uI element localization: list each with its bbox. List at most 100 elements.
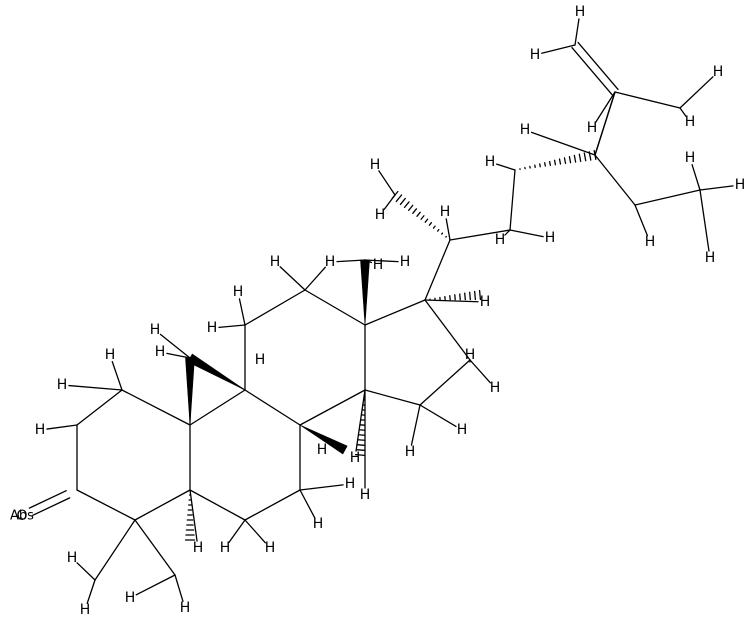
bond-h-33 [355,389,366,452]
hydrogen-atom-label: H [575,4,586,20]
bond-h-22 [679,76,714,109]
hash-bond-c20-methyl-12 [399,197,406,206]
bond-h-42 [135,574,176,596]
hash-bond-c20-methyl-8 [416,211,421,217]
bond-h-39 [189,489,198,542]
hash-bond-c17-h-9 [469,291,471,301]
hash-bond-c24-13 [578,153,582,163]
double-bond-c3-o-a [28,490,67,509]
bond-h-18 [530,131,596,156]
hash-bond-c20-methyl-2 [441,232,444,235]
bond-c4-c31 [134,519,176,576]
hydrogen-atom-label: H [465,347,476,363]
wedge-bond-c13-methyl [360,259,370,326]
bond-layer [28,18,734,605]
bond-h-16 [504,229,511,236]
hydrogen-atom-label: H [150,322,161,338]
hydrogen-atom-label: H [325,254,336,270]
bond-h-37 [244,519,266,544]
hash-bond-c24-14 [583,152,587,162]
bond-h-25 [699,185,734,191]
hash-bond-c14-methyl-13 [354,454,366,456]
bond-h-10 [364,259,399,263]
bond-c16-c17 [424,299,471,361]
bond-h-0 [68,384,123,391]
hydrogen-atom-label: H [255,352,266,368]
bond-c17-c13 [364,299,426,326]
hash-bond-c24-11 [568,155,572,164]
bond-c10-c1 [121,389,191,426]
hydrogen-atom-label: H [180,600,191,616]
stereo-abs-label: Abs [10,509,34,524]
wedge-bond-c10-c19 [185,357,195,426]
hydrogen-atom-label: H [685,150,696,166]
hydrogen-atom-label: H [480,294,491,310]
hydrogen-atom-label: H [207,320,218,336]
hash-bond-c24-10 [563,157,567,165]
hydrogen-atom-label: H [67,550,78,566]
hydrogen-atom-label: H [35,422,46,438]
bond-h-23 [679,107,687,117]
hydrogen-atom-label: H [713,64,724,80]
wedge-bond-c9-c19 [187,353,246,391]
hash-bond-c20-methyl-10 [408,204,414,211]
hydrogen-atom-label: H [645,234,656,250]
bond-h-3 [166,352,191,359]
bond-h-19 [595,91,616,123]
bond-h-12 [383,194,396,211]
hydrogen-atom-label: H [705,250,716,266]
hash-bond-c17-h-10 [473,290,477,301]
hydrogen-atom-label: H [375,207,386,223]
hydrogen-atom-label: H [735,177,746,193]
bond-c1-c2 [76,389,123,426]
hydrogen-atom-label: H [360,487,371,503]
bond-c9-c10 [189,389,246,426]
bond-h-17 [509,229,544,238]
bond-h-20 [574,18,580,46]
bond-h-32 [410,404,421,446]
bond-h-7 [279,266,306,291]
hydrogen-atom-label: H [490,380,501,396]
hydrogen-atom-label: H [520,122,531,138]
hash-bond-c24-8 [553,159,557,166]
bond-h-24 [691,164,701,191]
hash-bond-c24-7 [548,160,552,167]
bond-h-6 [238,298,246,326]
bond-h-4 [159,333,191,359]
hydrogen-atom-label: H [440,204,451,220]
bond-c11-c12 [244,289,306,326]
bond-c17-c20 [424,239,451,301]
hydrogen-atom-label: H [400,254,411,270]
bond-c22-c23 [509,169,516,231]
hash-bond-c20-methyl-5 [428,222,433,226]
bond-h-13 [378,170,396,196]
bond-h-1 [46,424,78,430]
bond-c20-c22 [449,229,511,241]
hydrogen-atom-label: H [495,232,506,248]
hydrogen-atom-label: H [457,422,468,438]
hydrogen-atom-label: H [80,602,91,618]
hash-bond-c20-methyl-6 [424,218,429,223]
hydrogen-atom-label: H [57,377,68,393]
bond-c3-c4 [76,489,136,521]
bond-h-35 [299,484,344,491]
wedge-bond-c8-h [299,424,348,455]
hash-bond-c17-h-11 [478,289,482,301]
bond-h-28 [424,299,479,303]
hash-bond-c20-methyl-3 [436,228,440,232]
bond-h-30 [469,359,491,384]
bond-c15-c16 [419,359,471,406]
bond-h-38 [228,519,246,543]
bond-h-41 [86,579,96,605]
bond-h-43 [174,574,184,602]
bond-h-27 [699,189,710,252]
hydrogen-atom-label: H [270,254,281,270]
double-bond-c25-c26-b [571,46,613,96]
hash-bond-c14-methyl-11 [356,444,366,446]
hash-bond-c14-methyl-12 [355,449,366,451]
hash-bond-c14-methyl-10 [357,439,366,441]
double-bond-c25-c26-a [577,41,619,91]
bond-h-21 [541,44,576,54]
hash-bond-c17-h-8 [464,292,466,301]
hydrogen-atom-label: H [685,114,696,130]
